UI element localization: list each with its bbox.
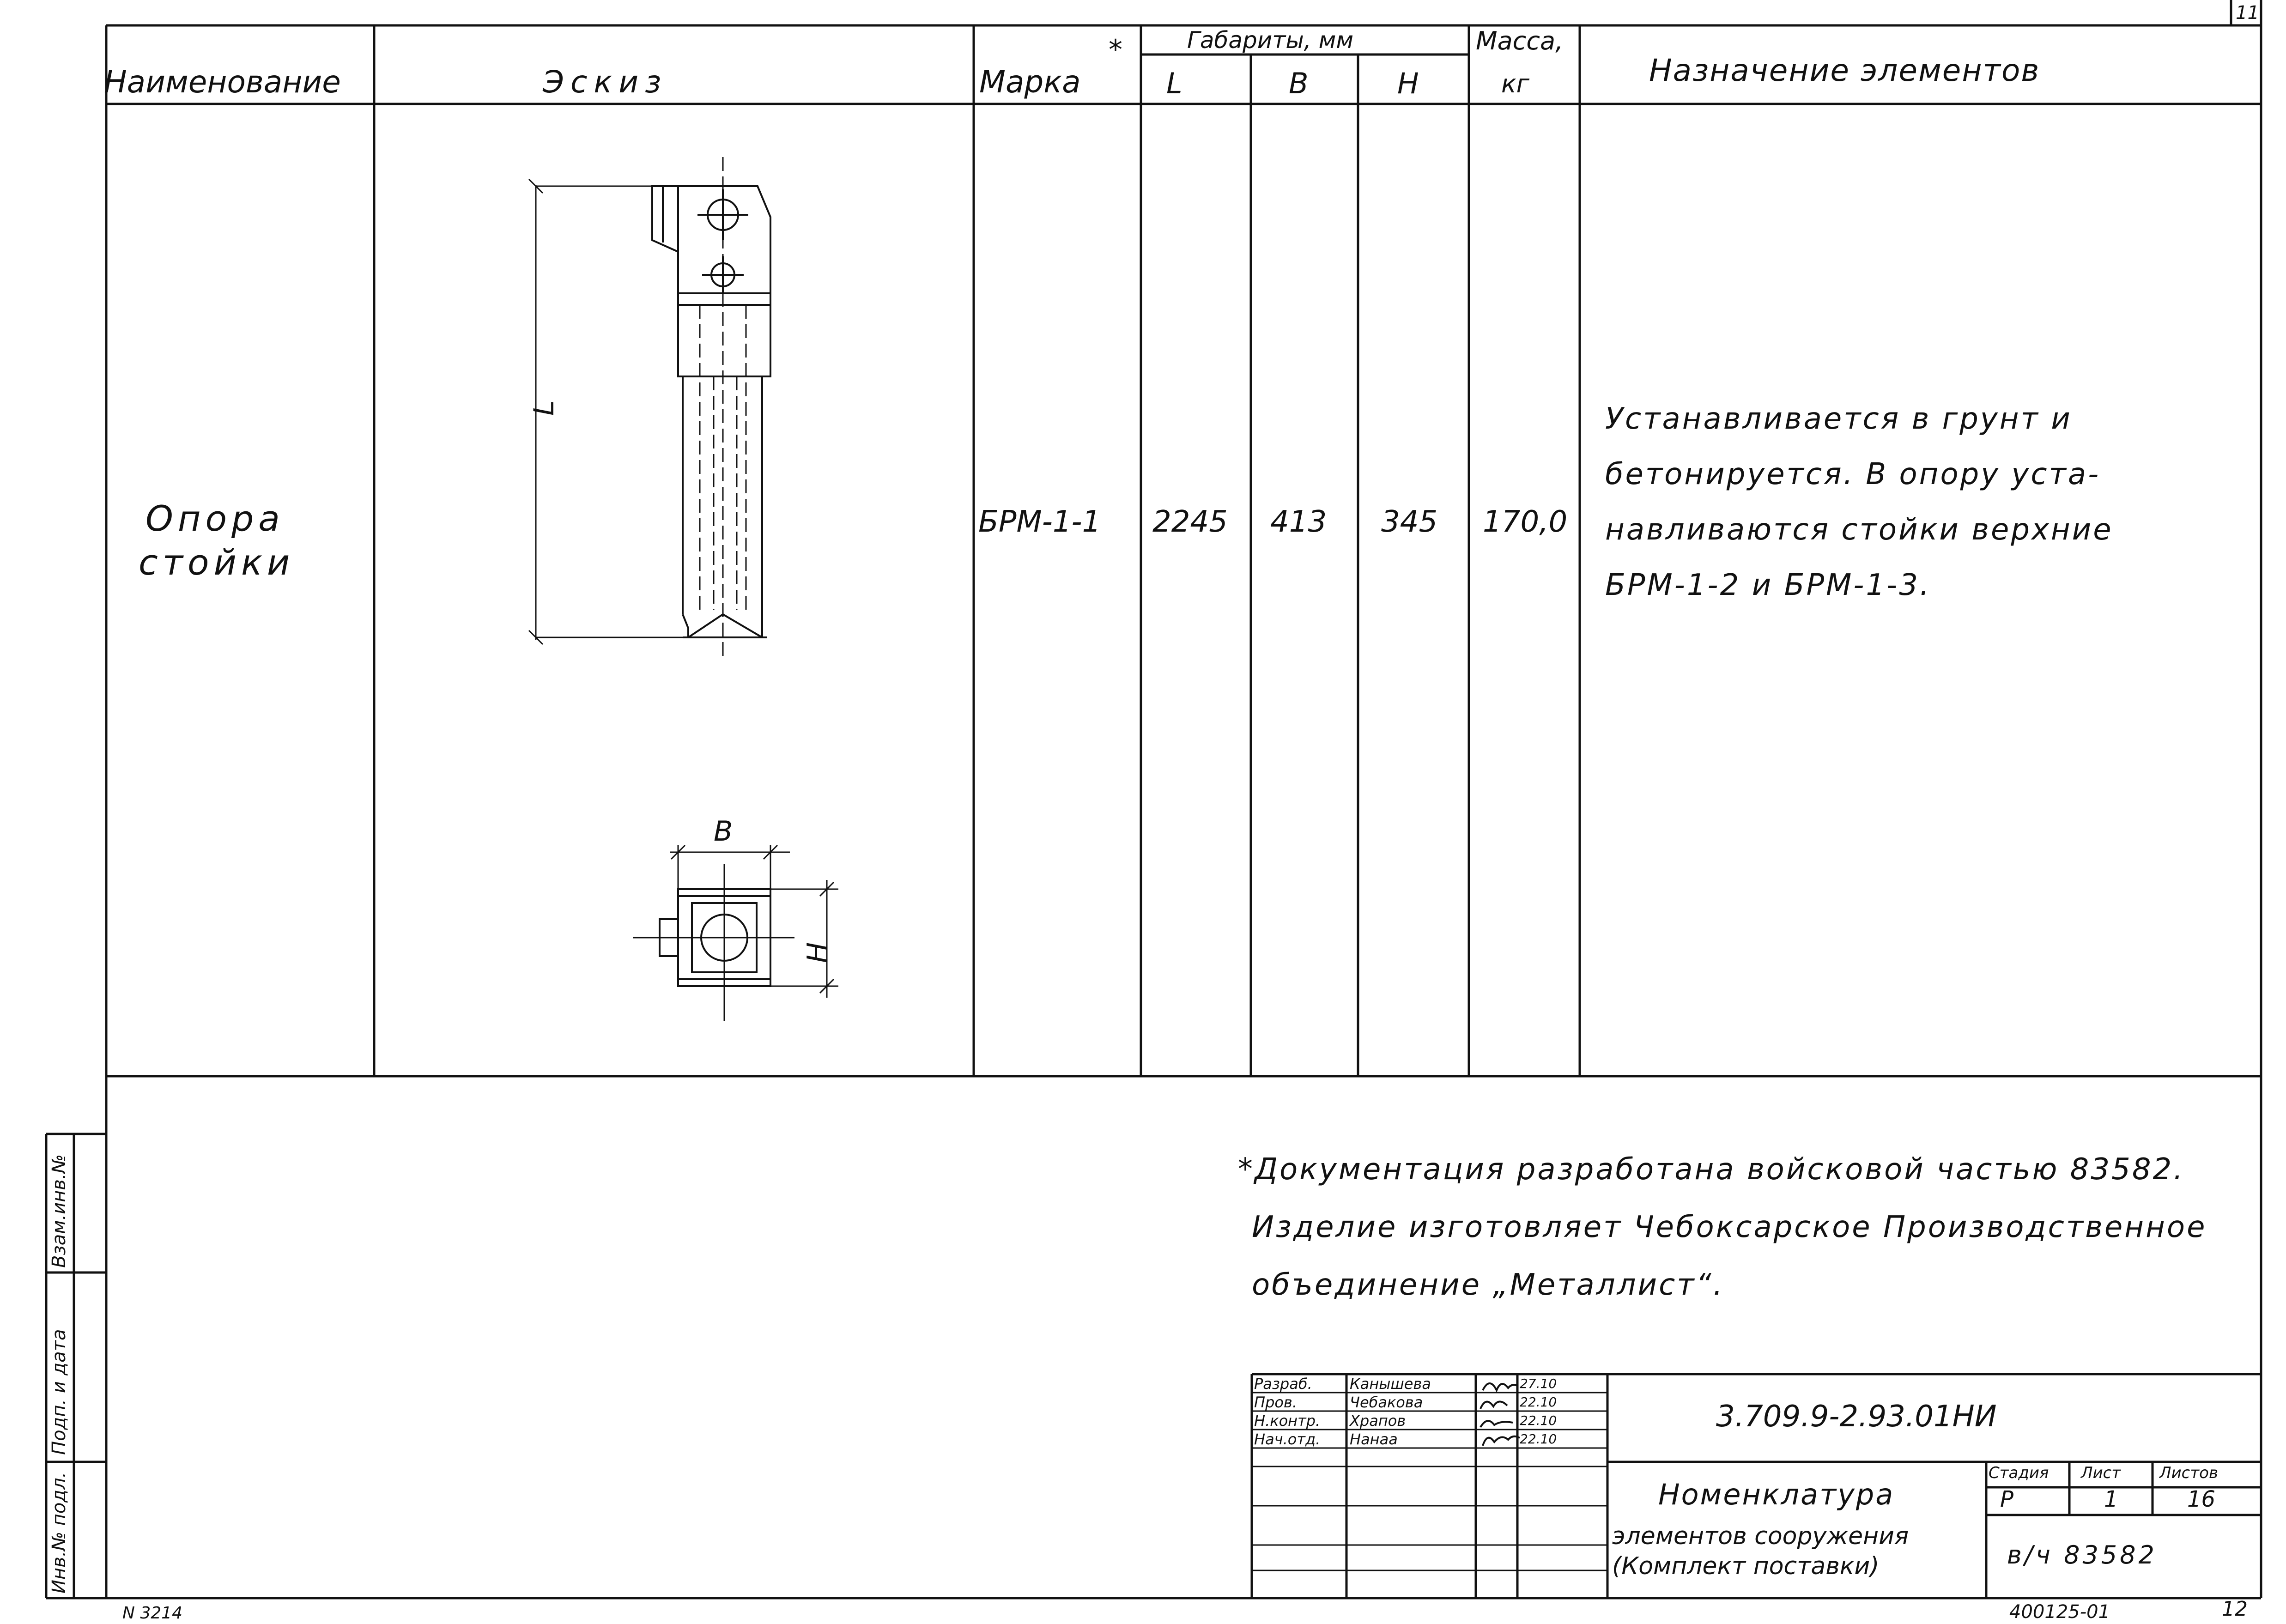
purpose-line-4: БРМ-1-2 и БРМ-1-3. — [1605, 568, 1931, 602]
side-stamp-inv: Инв.№ подл. — [49, 1472, 70, 1594]
header-mark-asterisk: * — [1109, 34, 1122, 66]
sheet-corner-number: 11 — [2236, 2, 2259, 24]
bottom-left-number: N 3214 — [122, 1604, 182, 1623]
header-mass-1: Масса, — [1476, 26, 1564, 55]
note-line-1: *Документация разработана войсковой част… — [1238, 1152, 2185, 1187]
bottom-code: 400125-01 — [2009, 1601, 2110, 1623]
header-dimensions: Габариты, мм — [1187, 27, 1354, 54]
tb-stage: Р — [2000, 1486, 2013, 1512]
tb-name-3: Храпов — [1350, 1412, 1406, 1430]
sketch-elevation — [651, 185, 771, 638]
tb-title-2: элементов сооружения — [1612, 1522, 1909, 1550]
tb-sheets: 16 — [2187, 1486, 2216, 1512]
tb-title-1: Номенклатура — [1658, 1478, 1895, 1511]
row-dim-l: 2245 — [1152, 505, 1228, 539]
note-line-3: объединение „Металлист“. — [1252, 1268, 1725, 1302]
header-mark: Марка — [979, 64, 1081, 100]
header-purpose: Назначение элементов — [1649, 53, 2040, 88]
purpose-line-1: Устанавливается в грунт и — [1605, 402, 2072, 436]
bottom-page-number: 12 — [2222, 1597, 2248, 1621]
header-sketch: Эскиз — [543, 64, 668, 100]
tb-date-1: 27.10 — [1520, 1376, 1557, 1391]
tb-role-4: Нач.отд. — [1254, 1430, 1321, 1448]
row-name-2: стойки — [139, 542, 295, 583]
tb-date-4: 22.10 — [1520, 1431, 1557, 1447]
purpose-line-3: навливаются стойки верхние — [1605, 513, 2113, 547]
row-name-1: Опора — [146, 498, 285, 539]
tb-sheets-header: Листов — [2159, 1464, 2219, 1482]
tb-sheet-header: Лист — [2081, 1464, 2121, 1482]
tb-stage-header: Стадия — [1989, 1464, 2049, 1482]
tb-name-1: Канышева — [1350, 1375, 1431, 1393]
tb-role-2: Пров. — [1254, 1394, 1297, 1411]
side-stamp-sign: Подп. и дата — [49, 1329, 70, 1455]
tb-doc-code: 3.709.9-2.93.01НИ — [1716, 1400, 1997, 1434]
row-dim-b: 413 — [1270, 505, 1327, 539]
tb-date-2: 22.10 — [1520, 1394, 1557, 1410]
row-mark: БРМ-1-1 — [978, 505, 1101, 539]
tb-name-4: Нанаа — [1350, 1430, 1398, 1448]
tb-organization: в/ч 83582 — [2007, 1540, 2157, 1569]
sketch-label-b: B — [714, 815, 733, 848]
tb-role-1: Разраб. — [1254, 1375, 1312, 1393]
row-mass: 170,0 — [1483, 505, 1568, 539]
tb-role-3: Н.контр. — [1254, 1412, 1321, 1430]
tb-date-3: 22.10 — [1520, 1413, 1557, 1428]
tb-name-2: Чебакова — [1350, 1394, 1423, 1411]
sketch-label-l: L — [528, 400, 560, 416]
tb-sheet: 1 — [2104, 1486, 2118, 1512]
purpose-line-2: бетонируется. В опору уста- — [1605, 457, 2101, 491]
header-dim-h: H — [1397, 67, 1419, 100]
row-dim-h: 345 — [1381, 505, 1438, 539]
header-dim-l: L — [1166, 67, 1182, 100]
header-mass-2: кг — [1501, 69, 1529, 98]
tb-title-3: (Комплект поставки) — [1612, 1552, 1880, 1580]
note-line-2: Изделие изготовляет Чебоксарское Произво… — [1252, 1210, 2207, 1244]
header-dim-b: B — [1289, 67, 1309, 100]
header-name: Наименование — [104, 64, 341, 100]
side-stamp-replace: Взам.инв.№ — [49, 1154, 70, 1268]
sketch-label-h: H — [801, 942, 834, 963]
